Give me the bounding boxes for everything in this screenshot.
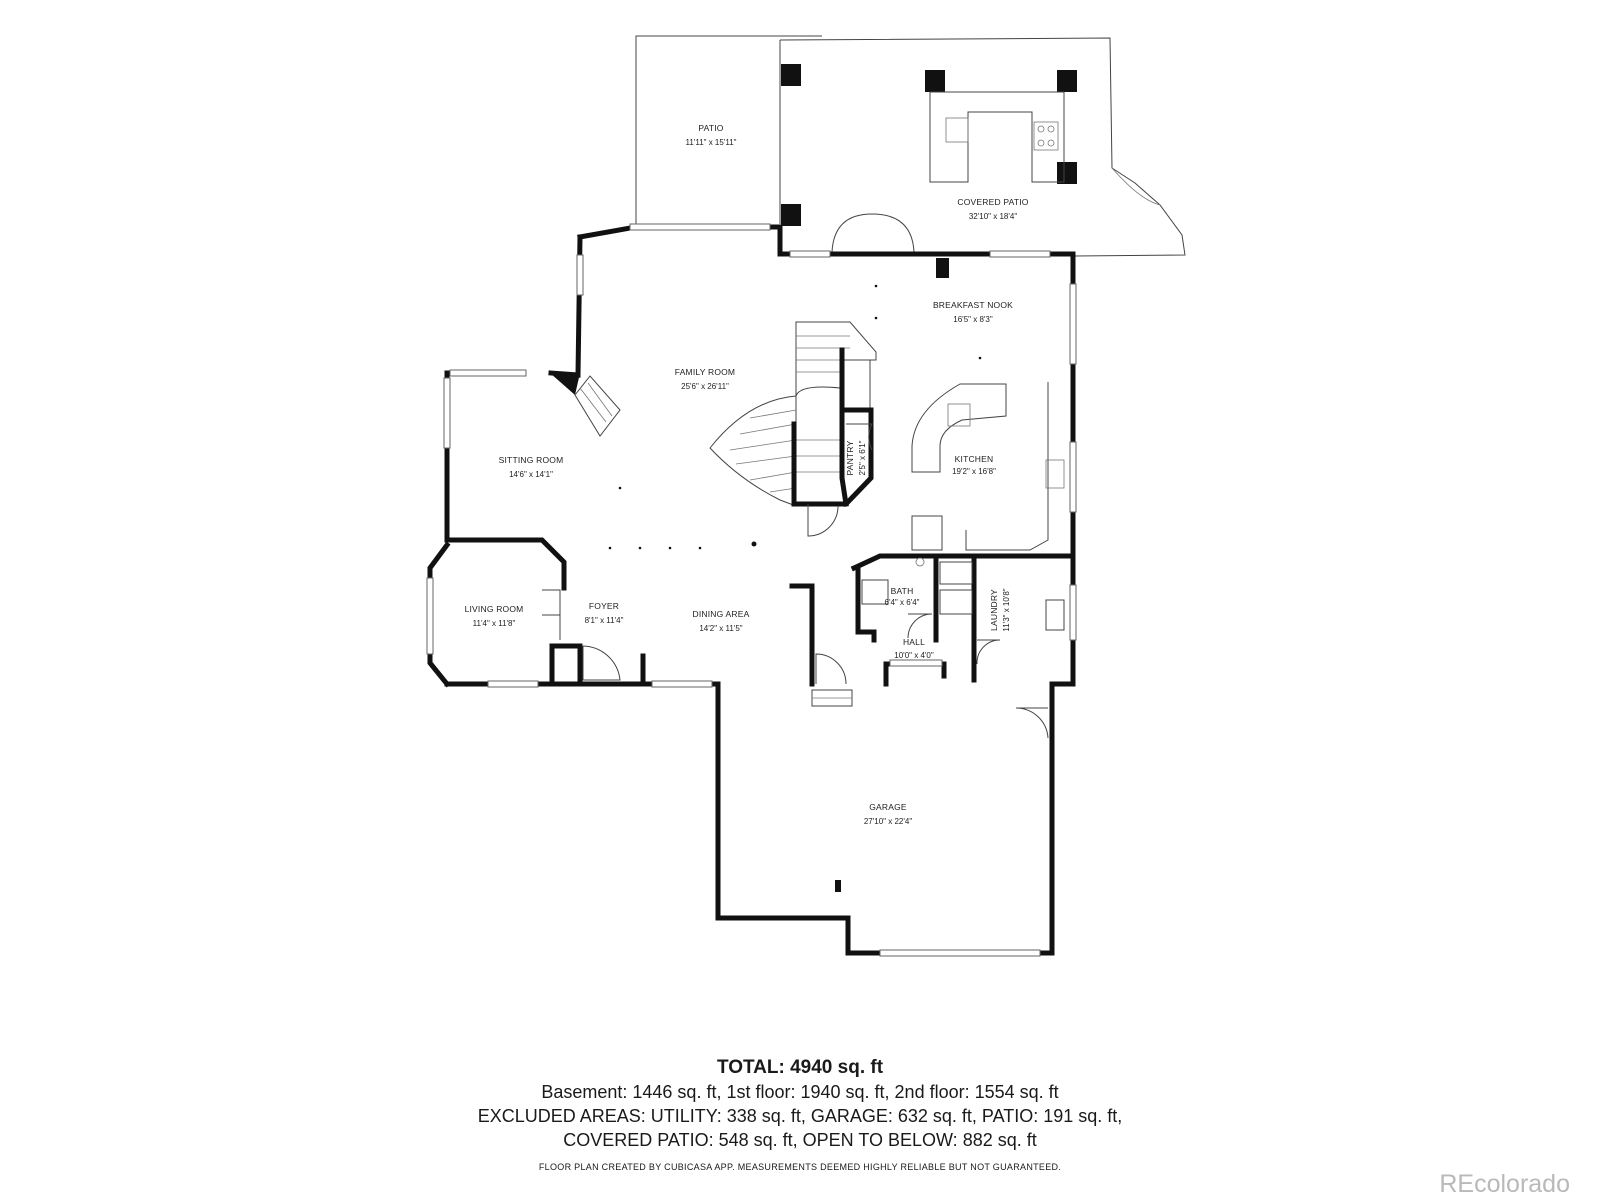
excluded-areas-cont: COVERED PATIO: 548 sq. ft, OPEN TO BELOW… xyxy=(563,1130,1037,1150)
room-laundry: LAUNDRY 11'3" x 10'8" xyxy=(989,588,1011,631)
room-dim-garage: 27'10" x 22'4" xyxy=(864,817,912,826)
room-sitting-room: SITTING ROOM 14'6" x 14'1" xyxy=(499,455,564,479)
total-area: TOTAL: 4940 sq. ft xyxy=(716,1057,884,1078)
room-name-covered-patio: COVERED PATIO xyxy=(957,197,1028,207)
room-dim-covered-patio: 32'10" x 18'4" xyxy=(969,212,1017,221)
room-name-bath: BATH xyxy=(891,586,914,596)
exterior-walls xyxy=(427,224,1076,956)
room-patio: PATIO 11'11" x 15'11" xyxy=(686,123,737,147)
room-family-room: FAMILY ROOM 25'6" x 26'11" xyxy=(675,367,735,391)
sitting-room-windows xyxy=(443,369,527,449)
room-name-sitting-room: SITTING ROOM xyxy=(499,455,564,465)
staircase xyxy=(709,321,877,507)
disclaimer: FLOOR PLAN CREATED BY CUBICASA APP. MEAS… xyxy=(538,1162,1062,1172)
ceiling-points xyxy=(608,284,982,550)
room-name-foyer: FOYER xyxy=(589,601,619,611)
room-breakfast-nook: BREAKFAST NOOK 16'5" x 8'3" xyxy=(933,300,1013,324)
garage-entry xyxy=(811,653,1049,957)
room-dim-kitchen: 19'2" x 16'8" xyxy=(952,467,996,476)
room-dim-pantry: 2'5" x 6'1" xyxy=(858,440,867,475)
room-dim-hall: 10'0" x 4'0" xyxy=(894,651,934,660)
room-name-pantry: PANTRY xyxy=(845,440,855,475)
pantry-walls xyxy=(791,347,874,537)
room-dim-foyer: 8'1" x 11'4" xyxy=(585,616,624,625)
foyer-walls xyxy=(426,577,713,688)
room-dim-bath: 6'4" x 6'4" xyxy=(885,598,920,607)
room-dim-dining-area: 14'2" x 11'5" xyxy=(699,624,742,633)
room-name-kitchen: KITCHEN xyxy=(955,454,994,464)
utility-walls xyxy=(789,553,1076,687)
room-living-room: LIVING ROOM 11'4" x 11'8" xyxy=(465,604,524,628)
room-name-patio: PATIO xyxy=(698,123,723,133)
room-name-laundry: LAUNDRY xyxy=(989,589,999,631)
room-dim-living-room: 11'4" x 11'8" xyxy=(473,619,516,628)
area-summary: TOTAL: 4940 sq. ft Basement: 1446 sq. ft… xyxy=(0,1056,1600,1174)
room-dim-breakfast-nook: 16'5" x 8'3" xyxy=(953,315,993,324)
covered-patio-outline xyxy=(779,37,1186,257)
fireplace xyxy=(550,373,621,437)
room-dim-sitting-room: 14'6" x 14'1" xyxy=(509,470,553,479)
room-kitchen: KITCHEN 19'2" x 16'8" xyxy=(952,454,996,476)
room-hall: HALL 10'0" x 4'0" xyxy=(894,637,934,660)
top-wall-windows xyxy=(576,223,1077,641)
room-dim-laundry: 11'3" x 10'8" xyxy=(1002,588,1011,631)
room-dim-patio: 11'11" x 15'11" xyxy=(686,138,737,147)
brand-watermark: REcolorado xyxy=(1439,1170,1570,1198)
room-name-garage: GARAGE xyxy=(869,802,907,812)
room-pantry: PANTRY 2'5" x 6'1" xyxy=(845,440,867,475)
outdoor-kitchen-counter xyxy=(929,91,1065,183)
room-name-dining-area: DINING AREA xyxy=(693,609,750,619)
room-name-living-room: LIVING ROOM xyxy=(465,604,524,614)
room-garage: GARAGE 27'10" x 22'4" xyxy=(864,802,912,826)
room-name-breakfast-nook: BREAKFAST NOOK xyxy=(933,300,1013,310)
patio-outline xyxy=(635,35,822,227)
room-bath: BATH 6'4" x 6'4" xyxy=(885,586,920,607)
kitchen-island xyxy=(911,382,1065,551)
patio-posts xyxy=(781,64,1077,278)
room-covered-patio: COVERED PATIO 32'10" x 18'4" xyxy=(957,197,1028,221)
room-dining-area: DINING AREA 14'2" x 11'5" xyxy=(693,609,750,633)
excluded-areas: EXCLUDED AREAS: UTILITY: 338 sq. ft, GAR… xyxy=(477,1106,1123,1126)
floor-plan: PATIO 11'11" x 15'11" COVERED PATIO 32'1… xyxy=(426,35,1186,957)
room-name-hall: HALL xyxy=(903,637,925,647)
room-foyer: FOYER 8'1" x 11'4" xyxy=(585,601,624,625)
room-name-family-room: FAMILY ROOM xyxy=(675,367,735,377)
room-dim-family-room: 25'6" x 26'11" xyxy=(681,382,729,391)
floor-areas: Basement: 1446 sq. ft, 1st floor: 1940 s… xyxy=(541,1082,1059,1102)
